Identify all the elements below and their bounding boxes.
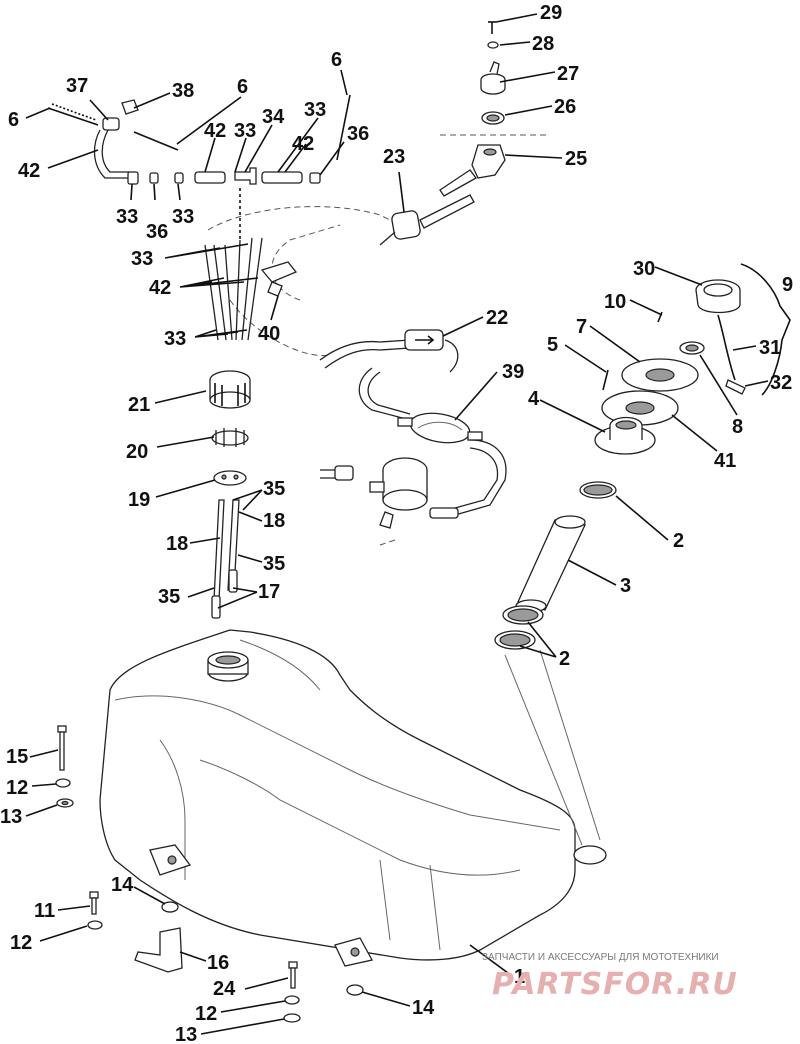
callout-2-upper: 2 [673, 530, 684, 552]
callout-6-left: 6 [8, 109, 19, 131]
fuel-tank [99, 629, 607, 967]
callout-37: 37 [66, 75, 88, 97]
callout-33-bundle-top: 33 [131, 248, 153, 270]
watermark-tagline: ЗАПЧАСТИ И АКСЕССУАРЫ ДЛЯ МОТОТЕХНИКИ [482, 952, 719, 963]
callout-14-right: 14 [412, 997, 435, 1019]
callout-33-bundle-bottom: 33 [164, 328, 186, 350]
hose-bundle [204, 188, 263, 341]
hose-clip [260, 261, 298, 297]
callout-18-right: 18 [263, 510, 285, 532]
callout-33-top-a: 33 [234, 120, 256, 142]
callout-26: 26 [554, 96, 576, 118]
inline-fuel-filter [404, 329, 444, 351]
callout-33-lower-a: 33 [116, 206, 138, 228]
callout-20: 20 [126, 441, 148, 463]
callout-14-left: 14 [111, 874, 134, 896]
callout-4: 4 [528, 388, 540, 410]
callout-36-right: 36 [347, 123, 369, 145]
callout-29: 29 [540, 2, 562, 24]
vent-valve-assembly [439, 21, 548, 197]
callout-42-left: 42 [18, 160, 40, 182]
callout-22: 22 [486, 307, 508, 329]
callout-23: 23 [383, 146, 405, 168]
callout-9: 9 [782, 274, 793, 296]
callout-42-bundle: 42 [149, 277, 171, 299]
callout-13-upper: 13 [0, 806, 22, 828]
callout-16: 16 [207, 952, 229, 974]
callout-34: 34 [262, 106, 285, 128]
callout-42-right: 42 [292, 133, 314, 155]
callout-17: 17 [258, 581, 280, 603]
callout-3: 3 [620, 575, 631, 597]
callout-12-upper: 12 [6, 777, 28, 799]
leader-lines [25, 13, 791, 1035]
callout-42-top: 42 [204, 120, 226, 142]
callout-15: 15 [6, 746, 28, 768]
callout-1: 1 [514, 966, 525, 988]
callout-8: 8 [732, 416, 743, 438]
callout-2-lower: 2 [559, 648, 570, 670]
callout-30: 30 [633, 258, 655, 280]
callout-40: 40 [258, 323, 280, 345]
mounting-hardware [55, 725, 364, 1023]
callout-38: 38 [172, 80, 194, 102]
callout-6-mid: 6 [237, 76, 248, 98]
callout-27: 27 [557, 63, 579, 85]
callout-35-mid: 35 [263, 553, 285, 575]
callout-10: 10 [604, 291, 626, 313]
callout-39: 39 [502, 361, 524, 383]
filler-assembly [494, 279, 746, 846]
callout-18-left: 18 [166, 533, 188, 555]
callout-12-mid: 12 [10, 932, 32, 954]
callout-7: 7 [576, 316, 587, 338]
callout-35-top: 35 [263, 478, 285, 500]
fuel-lines [207, 206, 507, 546]
callout-13-lower: 13 [175, 1024, 197, 1044]
callout-32: 32 [770, 372, 792, 394]
callout-33-lower-b: 33 [172, 206, 194, 228]
callout-11: 11 [34, 900, 55, 922]
watermark: ЗАПЧАСТИ И АКСЕССУАРЫ ДЛЯ МОТОТЕХНИКИ PA… [482, 952, 738, 1002]
callout-31: 31 [759, 337, 781, 359]
callout-6-top: 6 [331, 49, 342, 71]
hose-fittings-top [47, 94, 351, 185]
callout-19: 19 [128, 489, 150, 511]
primer-bulb [397, 412, 483, 444]
callout-33-top-b: 33 [304, 99, 326, 121]
callout-28: 28 [532, 33, 554, 55]
vent-check-valve [379, 194, 475, 246]
callout-36-lower: 36 [146, 221, 168, 243]
fuel-pump [334, 457, 459, 529]
callout-35-left: 35 [158, 586, 180, 608]
callout-41: 41 [714, 450, 736, 472]
watermark-brand: PARTSFOR.RU [492, 967, 738, 1002]
callout-21: 21 [128, 394, 150, 416]
callout-5: 5 [547, 334, 558, 356]
fuel-sender-parts [209, 370, 251, 619]
callout-12-lower: 12 [195, 1003, 217, 1025]
callout-25: 25 [565, 148, 587, 170]
callout-24: 24 [213, 978, 236, 1000]
